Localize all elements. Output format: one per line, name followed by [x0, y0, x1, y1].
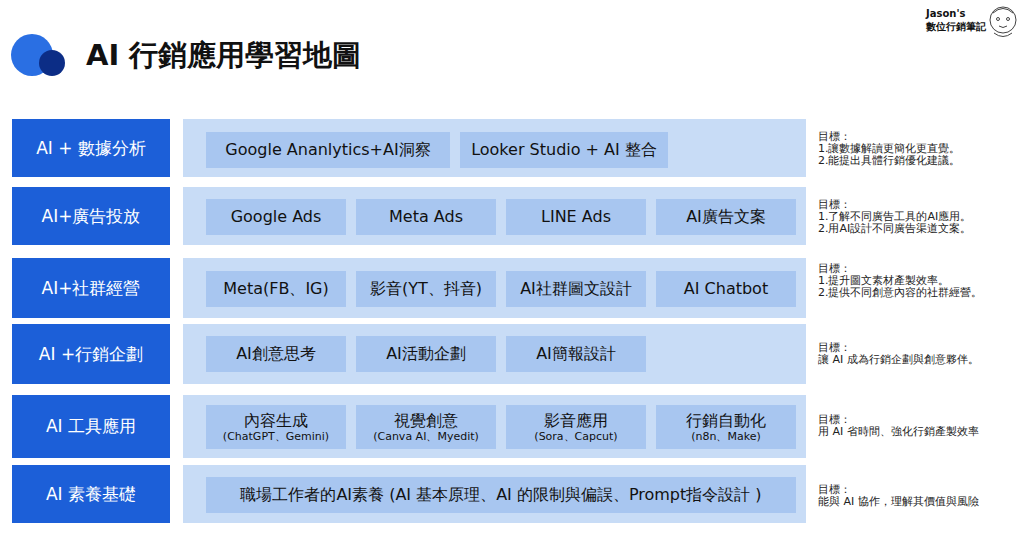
- box-label: 內容生成: [244, 411, 308, 430]
- goal-text: 用 AI 省時間、強化行銷產製效率: [818, 426, 979, 438]
- tool-list: (n8n、Make): [691, 430, 761, 443]
- goal-text: 目標：: [818, 414, 851, 426]
- goal-text: 目標：: [818, 131, 851, 143]
- box-label: LINE Ads: [541, 207, 611, 226]
- box-label: AI Chatbot: [684, 279, 768, 298]
- topic-box: LINE Ads: [506, 199, 646, 235]
- topic-box: Meta Ads: [356, 199, 496, 235]
- box-label: Google Ananlytics+AI洞察: [225, 140, 430, 159]
- goal-text: 能與 AI 協作，理解其價值與風險: [818, 496, 979, 508]
- topic-box: Looker Studio + AI 整合: [460, 132, 668, 168]
- goal-text: 2.提供不同創意內容的社群經營。: [818, 287, 983, 299]
- goal-text: 目標：: [818, 342, 851, 354]
- topic-box: AI簡報設計: [506, 336, 646, 372]
- box-label: Meta Ads: [389, 207, 463, 226]
- topic-box: AI Chatbot: [656, 271, 796, 307]
- box-label: 影音(YT、抖音): [370, 279, 482, 298]
- goal-text: 1.了解不同廣告工具的AI應用。: [818, 211, 971, 223]
- box-label: AI +行銷企劃: [39, 344, 143, 364]
- goal-text: 讓 AI 成為行銷企劃與創意夥伴。: [818, 354, 979, 366]
- category-box: AI 素養基礎: [12, 465, 170, 523]
- box-label: 職場工作者的AI素養 (AI 基本原理、AI 的限制與偏誤、Prompt指令設計…: [240, 485, 761, 504]
- box-label: AI廣告文案: [686, 207, 766, 226]
- tool-list: (Canva AI、Myedit): [373, 430, 479, 443]
- box-label: 影音應用: [544, 411, 608, 430]
- topic-box: AI創意思考: [206, 336, 346, 372]
- category-box: AI + 數據分析: [12, 119, 170, 177]
- box-label: Meta(FB、IG): [223, 279, 329, 298]
- topic-box: AI廣告文案: [656, 199, 796, 235]
- goal-text: 目標：: [818, 263, 851, 275]
- box-label: AI 素養基礎: [46, 484, 136, 504]
- box-label: Google Ads: [231, 207, 322, 226]
- face-sketch: [990, 7, 1016, 37]
- topic-box: 內容生成(ChatGPT、Gemini): [206, 405, 346, 449]
- box-label: AI + 數據分析: [36, 138, 146, 158]
- topic-box: 視覺創意(Canva AI、Myedit): [356, 405, 496, 449]
- category-box: AI+社群經營: [12, 258, 170, 318]
- box-label: 視覺創意: [394, 411, 458, 430]
- topic-box: Google Ananlytics+AI洞察: [206, 132, 450, 168]
- category-box: AI +行銷企劃: [12, 324, 170, 384]
- logo-circle: [39, 50, 65, 76]
- topic-box: 影音(YT、抖音): [356, 271, 496, 307]
- topic-box: 影音應用(Sora、Capcut): [506, 405, 646, 449]
- box-label: AI社群圖文設計: [520, 279, 632, 298]
- tool-list: (ChatGPT、Gemini): [223, 430, 329, 443]
- brand-text: Jason's: [926, 8, 965, 20]
- goal-text: 目標：: [818, 199, 851, 211]
- goal-text: 1.讓數據解讀更簡化更直覺。: [818, 143, 961, 155]
- topic-box: 職場工作者的AI素養 (AI 基本原理、AI 的限制與偏誤、Prompt指令設計…: [206, 477, 796, 513]
- box-label: Looker Studio + AI 整合: [471, 140, 657, 159]
- goal-text: 2.能提出具體行銷優化建議。: [818, 155, 961, 167]
- category-box: AI+廣告投放: [12, 187, 170, 245]
- box-label: AI創意思考: [236, 344, 316, 363]
- box-label: AI簡報設計: [536, 344, 616, 363]
- topic-box: 行銷自動化(n8n、Make): [656, 405, 796, 449]
- topic-box: AI社群圖文設計: [506, 271, 646, 307]
- page-title: AI 行銷應用學習地圖: [86, 36, 361, 76]
- topic-box: Google Ads: [206, 199, 346, 235]
- goal-text: 2.用AI設計不同廣告渠道文案。: [818, 223, 971, 235]
- topic-box: AI活動企劃: [356, 336, 496, 372]
- brand-text: 數位行銷筆記: [926, 21, 986, 33]
- tool-list: (Sora、Capcut): [534, 430, 617, 443]
- goal-text: 1.提升圖文素材產製效率。: [818, 275, 950, 287]
- goal-text: 目標：: [818, 484, 851, 496]
- box-label: 行銷自動化: [686, 411, 766, 430]
- box-label: AI 工具應用: [46, 416, 136, 436]
- box-label: AI+社群經營: [42, 278, 141, 298]
- category-box: AI 工具應用: [12, 395, 170, 458]
- box-label: AI+廣告投放: [42, 206, 141, 226]
- topic-box: Meta(FB、IG): [206, 271, 346, 307]
- box-label: AI活動企劃: [386, 344, 466, 363]
